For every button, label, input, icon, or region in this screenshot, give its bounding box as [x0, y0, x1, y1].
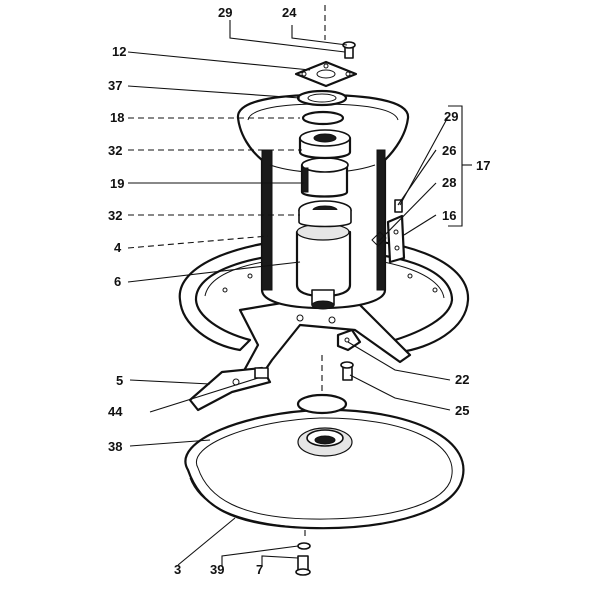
label-16: 16: [442, 208, 456, 223]
bottom-screw: [295, 555, 311, 576]
label-25: 25: [455, 403, 469, 418]
label-37: 37: [108, 78, 122, 93]
label-7: 7: [256, 562, 263, 577]
label-5: 5: [116, 373, 123, 388]
label-39: 39: [210, 562, 224, 577]
label-17: 17: [476, 158, 490, 173]
label-18: 18: [110, 110, 124, 125]
label-38: 38: [108, 439, 122, 454]
label-26: 26: [442, 143, 456, 158]
clamp-bolt: [340, 361, 354, 381]
upper-bearing: [298, 129, 352, 160]
label-32-lower: 32: [108, 208, 122, 223]
washer: [297, 542, 311, 550]
top-cap-plate: [294, 60, 358, 88]
label-22: 22: [455, 372, 469, 387]
seal-ring: [296, 89, 348, 107]
lower-disc: [184, 408, 465, 530]
label-4: 4: [114, 240, 122, 255]
label-12: 12: [112, 44, 126, 59]
label-29-top: 29: [218, 5, 232, 20]
callout-labels: 29 24 12 37 18 32 19 32 4 6 29 26 17 28 …: [108, 5, 490, 577]
label-44: 44: [108, 404, 123, 419]
o-ring: [296, 393, 348, 415]
spacer-sleeve: [300, 157, 349, 198]
label-3: 3: [174, 562, 181, 577]
blade-bolt: [254, 367, 269, 379]
label-29-right: 29: [444, 109, 458, 124]
label-24: 24: [282, 5, 297, 20]
lower-bearing: [298, 200, 352, 228]
blade: [188, 366, 272, 412]
label-32-upper: 32: [108, 143, 122, 158]
circlip: [301, 110, 345, 126]
leader-lines: [127, 20, 472, 567]
label-19: 19: [110, 176, 124, 191]
label-6: 6: [114, 274, 121, 289]
label-28: 28: [442, 175, 456, 190]
